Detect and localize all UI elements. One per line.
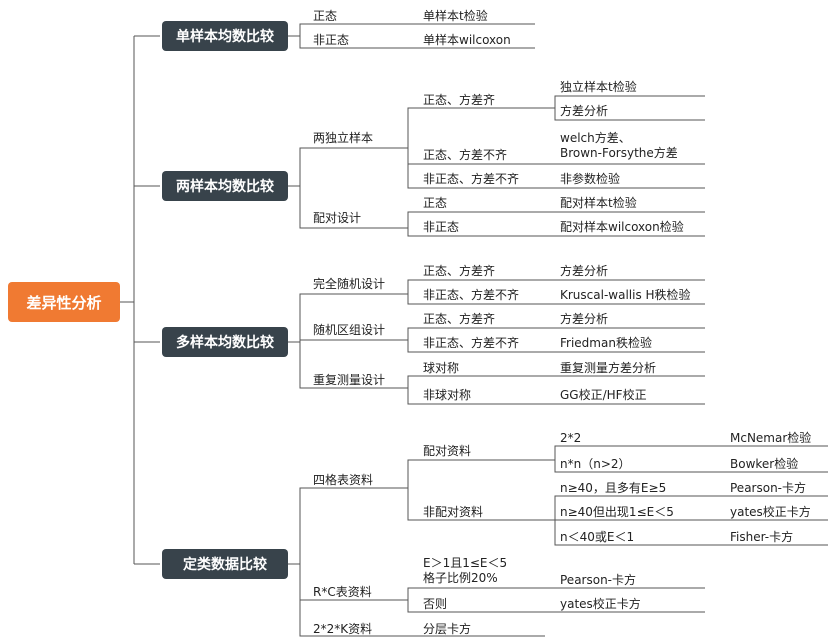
method-label: Pearson-卡方 <box>560 573 637 587</box>
method-label: 非参数检验 <box>560 172 621 186</box>
sub-label: 两独立样本 <box>313 131 374 145</box>
cond-label: 正态 <box>423 196 448 210</box>
cond-label: 非正态 <box>313 33 350 47</box>
sub-label: 重复测量设计 <box>313 373 386 387</box>
sub-label: 配对设计 <box>313 211 362 225</box>
cond-label: 非正态、方差不齐 <box>423 288 520 302</box>
method-label: 单样本t检验 <box>423 9 488 23</box>
cond-label: E＞1且1≤E＜5 格子比例20% <box>423 556 508 585</box>
cond-label: n≥40，且多有E≥5 <box>560 481 667 495</box>
method-label: 配对样本wilcoxon检验 <box>560 220 684 234</box>
sub-label: 2*2*K资料 <box>313 622 373 636</box>
root-node: 差异性分析 <box>8 282 120 322</box>
sub2-label: 非配对资料 <box>423 505 484 519</box>
method-label: Fisher-卡方 <box>730 530 794 544</box>
sub-label: 随机区组设计 <box>313 323 386 337</box>
sub-label: 完全随机设计 <box>313 277 386 291</box>
method-label: 方差分析 <box>560 312 609 326</box>
method-label: 分层卡方 <box>423 622 472 636</box>
method-label: Pearson-卡方 <box>730 481 807 495</box>
cond-label: 球对称 <box>423 361 460 375</box>
cond-label: 正态、方差齐 <box>423 264 496 278</box>
cond-label: 非正态 <box>423 220 460 234</box>
cond-label: 正态、方差齐 <box>423 93 496 107</box>
cond-label: 正态、方差齐 <box>423 312 496 326</box>
method-label: welch方差、 Brown-Forsythe方差 <box>560 131 678 160</box>
method-label: 方差分析 <box>560 264 609 278</box>
cond-label: 否则 <box>423 597 448 611</box>
cond-label: n＜40或E＜1 <box>560 530 635 544</box>
group-box-multi-sample: 多样本均数比较 <box>162 327 288 357</box>
sub-label: 四格表资料 <box>313 473 374 487</box>
cond-label: 非正态、方差不齐 <box>423 336 520 350</box>
cond-label: 正态 <box>313 9 338 23</box>
sub-label: R*C表资料 <box>313 585 372 599</box>
method-label: yates校正卡方 <box>730 505 811 519</box>
cond-label: n≥40但出现1≤E＜5 <box>560 505 674 519</box>
group-box-categorical: 定类数据比较 <box>162 549 288 579</box>
cond-label: n*n（n>2） <box>560 457 631 471</box>
cond-label: 非球对称 <box>423 388 472 402</box>
cond-label: 非正态、方差不齐 <box>423 172 520 186</box>
cond-label: 正态、方差不齐 <box>423 148 508 162</box>
method-label: Bowker检验 <box>730 457 799 471</box>
sub2-label: 配对资料 <box>423 444 472 458</box>
method-label: McNemar检验 <box>730 431 812 445</box>
method-label: 重复测量方差分析 <box>560 361 657 375</box>
method-label: 方差分析 <box>560 104 609 118</box>
method-label: yates校正卡方 <box>560 597 641 611</box>
group-box-one-sample: 单样本均数比较 <box>162 21 288 51</box>
group-box-two-sample: 两样本均数比较 <box>162 171 288 201</box>
method-label: GG校正/HF校正 <box>560 388 647 402</box>
method-label: 单样本wilcoxon <box>423 33 511 47</box>
method-label: 配对样本t检验 <box>560 196 637 210</box>
method-label: 独立样本t检验 <box>560 80 637 94</box>
method-label: Kruscal-wallis H秩检验 <box>560 288 691 302</box>
method-label: Friedman秩检验 <box>560 336 652 350</box>
cond-label: 2*2 <box>560 431 582 445</box>
